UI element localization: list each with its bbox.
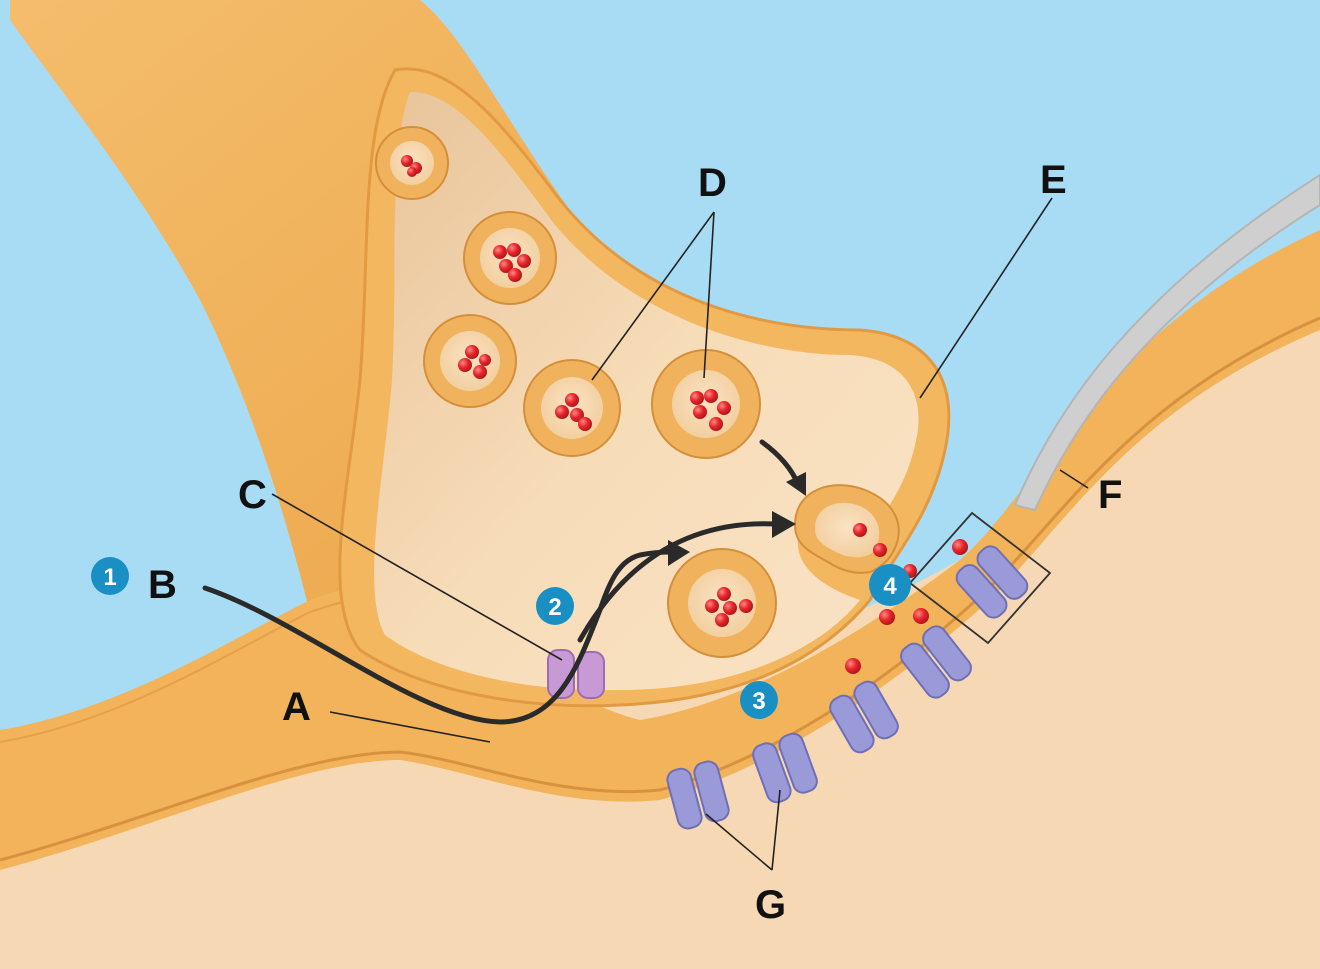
- label-b: B: [148, 563, 177, 607]
- step-number-1: 1: [103, 564, 116, 591]
- label-e: E: [1040, 158, 1067, 202]
- vesicle: [464, 212, 556, 304]
- step-number-4: 4: [883, 573, 897, 600]
- step-badge-2: 2: [536, 587, 574, 625]
- vesicle: [424, 315, 516, 407]
- step-number-2: 2: [548, 594, 561, 621]
- label-a: A: [282, 685, 311, 729]
- step-badge-4: 4: [869, 564, 911, 606]
- vesicle: [652, 350, 760, 458]
- label-f: F: [1098, 473, 1122, 517]
- vesicle: [668, 549, 776, 657]
- step-badge-3: 3: [740, 681, 778, 719]
- step-number-3: 3: [752, 688, 765, 715]
- vesicle: [376, 127, 448, 199]
- label-g: G: [755, 883, 786, 927]
- label-d: D: [698, 161, 727, 205]
- label-c: C: [238, 473, 267, 517]
- vesicle: [524, 360, 620, 456]
- step-badge-1: 1: [91, 557, 129, 595]
